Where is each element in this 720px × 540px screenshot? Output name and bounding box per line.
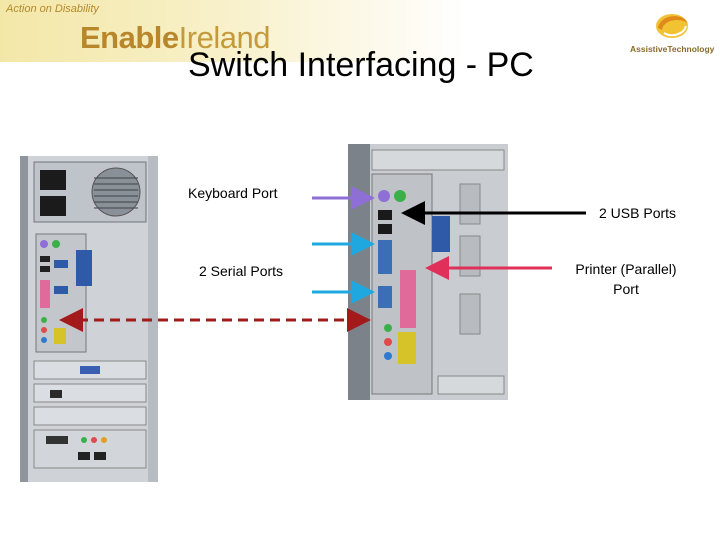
printer-port-label-line1: Printer (Parallel) — [575, 261, 677, 277]
usb-ports-label: 2 USB Ports — [599, 205, 677, 221]
keyboard-port-label: Keyboard Port — [188, 185, 278, 201]
serial-ports-label: 2 Serial Ports — [199, 263, 284, 279]
tagline: Action on Disability — [6, 3, 99, 15]
header-banner: Action on Disability EnableIreland — [0, 0, 720, 62]
pc-rear-photo — [20, 156, 158, 482]
brand-part2: Ireland — [178, 20, 271, 55]
assistive-technology-logo-icon — [656, 14, 688, 38]
slide-title: Switch Interfacing - PC — [188, 46, 534, 84]
assistive-technology-text: AssistiveTechnology — [630, 44, 715, 54]
printer-port-label-line2: Port — [613, 281, 639, 297]
printer-port-label: Printer (Parallel) Port — [562, 259, 690, 299]
enable-ireland-logo: EnableIreland — [80, 20, 270, 56]
brand-part1: Enable — [80, 20, 179, 55]
